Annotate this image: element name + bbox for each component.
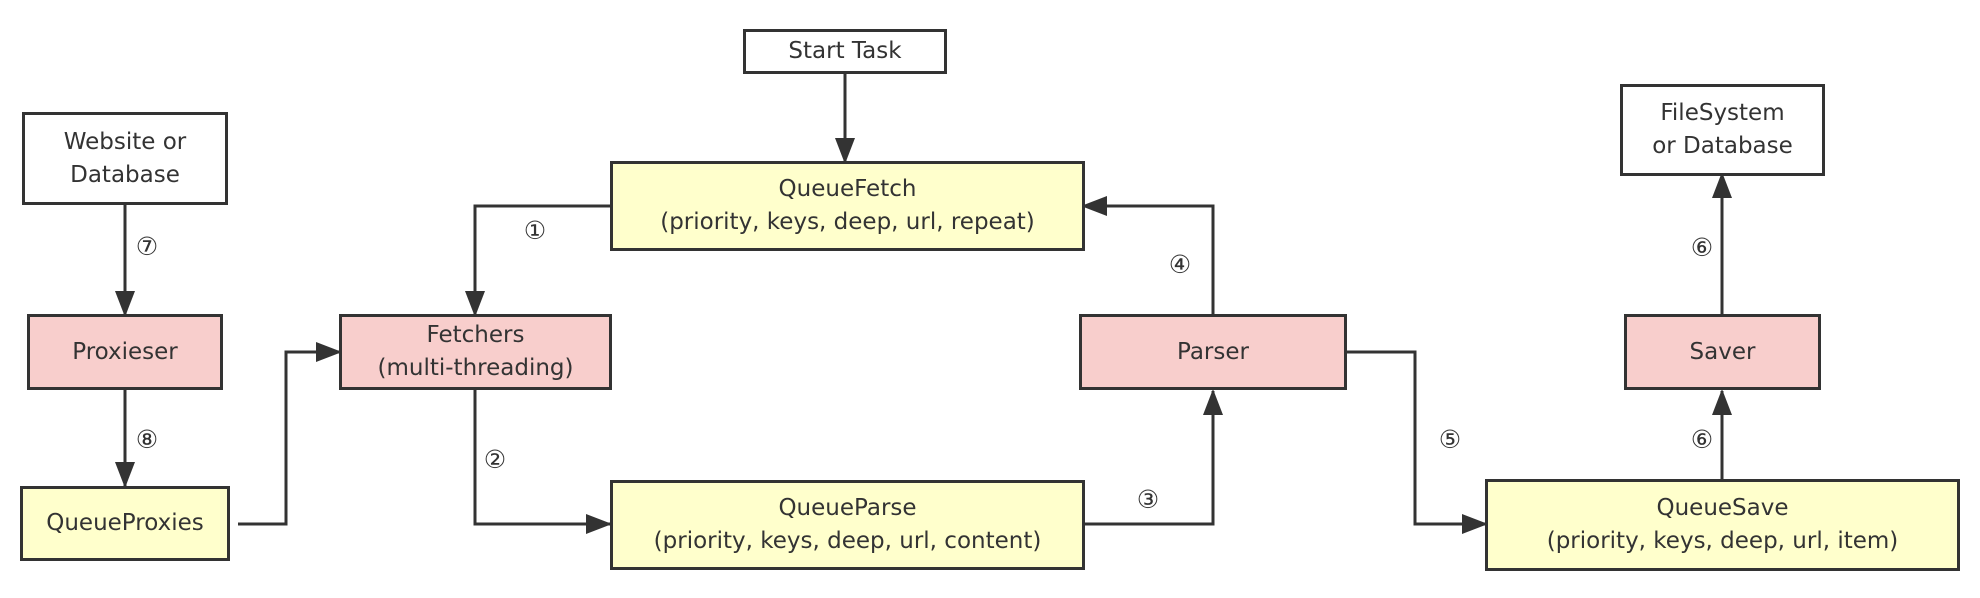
start-task-label: Start Task [788, 38, 902, 64]
step-4-label: ④ [1168, 250, 1192, 279]
queueproxies-label: QueueProxies [46, 510, 204, 536]
parser-node: Parser [1079, 314, 1347, 390]
parser-label: Parser [1177, 338, 1249, 365]
step-6-lower-label: ⑥ [1690, 425, 1714, 454]
website-db-label-line2: Database [70, 161, 180, 188]
edge-parser-to-queuefetch [1081, 196, 1215, 315]
filesystem-label-line1: FileSystem [1660, 100, 1785, 126]
step-1-label: ① [523, 216, 547, 245]
filesystem-label-line2: or Database [1652, 133, 1793, 159]
queueproxies-node: QueueProxies [20, 486, 230, 561]
fetchers-title: Fetchers [426, 322, 525, 348]
proxieser-node: Proxieser [27, 314, 223, 390]
queueparse-fields: (priority, keys, deep, url, content) [653, 528, 1042, 554]
edge-parser-to-queuesave [1345, 350, 1488, 534]
step-3-label: ③ [1136, 485, 1160, 514]
queueparse-node: QueueParse (priority, keys, deep, url, c… [610, 480, 1085, 570]
step-6-upper-label: ⑥ [1690, 233, 1714, 262]
edge-queueparse-to-parser [1081, 389, 1223, 526]
edge-queueproxies-to-fetchers [238, 342, 342, 526]
queuefetch-title: QueueFetch [778, 176, 917, 202]
step-5-label: ⑤ [1438, 425, 1462, 454]
saver-label: Saver [1689, 338, 1756, 365]
website-or-database-node: Website or Database [22, 112, 228, 205]
website-db-label-line1: Website or [63, 128, 187, 155]
queueparse-title: QueueParse [778, 495, 917, 521]
filesystem-or-database-node: FileSystem or Database [1620, 84, 1825, 176]
proxieser-label: Proxieser [72, 338, 178, 365]
edge-fetchers-to-queueparse [473, 389, 612, 534]
queuefetch-fields: (priority, keys, deep, url, repeat) [660, 209, 1035, 235]
queuefetch-node: QueueFetch (priority, keys, deep, url, r… [610, 161, 1085, 251]
fetchers-node: Fetchers (multi-threading) [339, 314, 612, 390]
step-8-label: ⑧ [135, 425, 159, 454]
start-task-node: Start Task [743, 29, 947, 74]
saver-node: Saver [1624, 314, 1821, 390]
step-7-label: ⑦ [135, 232, 159, 261]
queuesave-title: QueueSave [1656, 495, 1789, 521]
fetchers-subtitle: (multi-threading) [377, 355, 574, 381]
edge-queuefetch-to-fetchers [465, 204, 612, 317]
queuesave-node: QueueSave (priority, keys, deep, url, it… [1485, 479, 1960, 571]
queuesave-fields: (priority, keys, deep, url, item) [1546, 528, 1899, 554]
step-2-label: ② [483, 445, 507, 474]
